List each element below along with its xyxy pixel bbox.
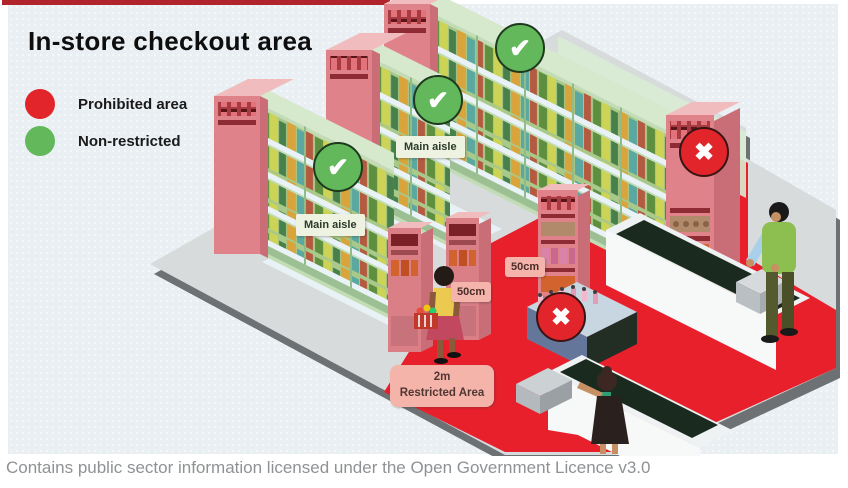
customer-person <box>577 366 629 454</box>
checkmark-icon: ✔ <box>495 23 545 73</box>
cross-icon: ✖ <box>679 127 729 177</box>
page-title: In-store checkout area <box>28 26 313 56</box>
restricted-area-distance: 2m <box>433 371 451 383</box>
license-caption: Contains public sector information licen… <box>6 458 651 477</box>
legend-item-prohibited: Prohibited area <box>25 89 187 119</box>
prohibited-area-swatch <box>25 89 55 119</box>
legend-item-non-restricted: Non-restricted <box>25 126 187 156</box>
top-red-bar <box>2 0 390 5</box>
restricted-area-text: Restricted Area <box>399 386 485 399</box>
legend-label: Non-restricted <box>78 132 181 150</box>
checkout-counter-top <box>606 213 810 370</box>
cross-icon: ✖ <box>536 292 586 342</box>
gap-distance-label: 50cm <box>505 257 546 277</box>
checkmark-icon: ✔ <box>313 142 363 192</box>
non-restricted-swatch <box>25 126 55 156</box>
main-aisle-label: Main aisle <box>396 136 465 158</box>
legend-label: Prohibited area <box>78 95 188 113</box>
restricted-area-label: 2m Restricted Area <box>390 365 494 408</box>
shelf-gondola-back <box>384 0 668 281</box>
checkmark-icon: ✔ <box>413 75 463 125</box>
main-aisle-label: Main aisle <box>296 214 365 236</box>
cashier-person <box>746 202 798 343</box>
legend: Prohibited area Non-restricted <box>25 89 187 163</box>
shopping-basket <box>414 304 438 329</box>
gap-distance-label: 50cm <box>451 282 492 302</box>
